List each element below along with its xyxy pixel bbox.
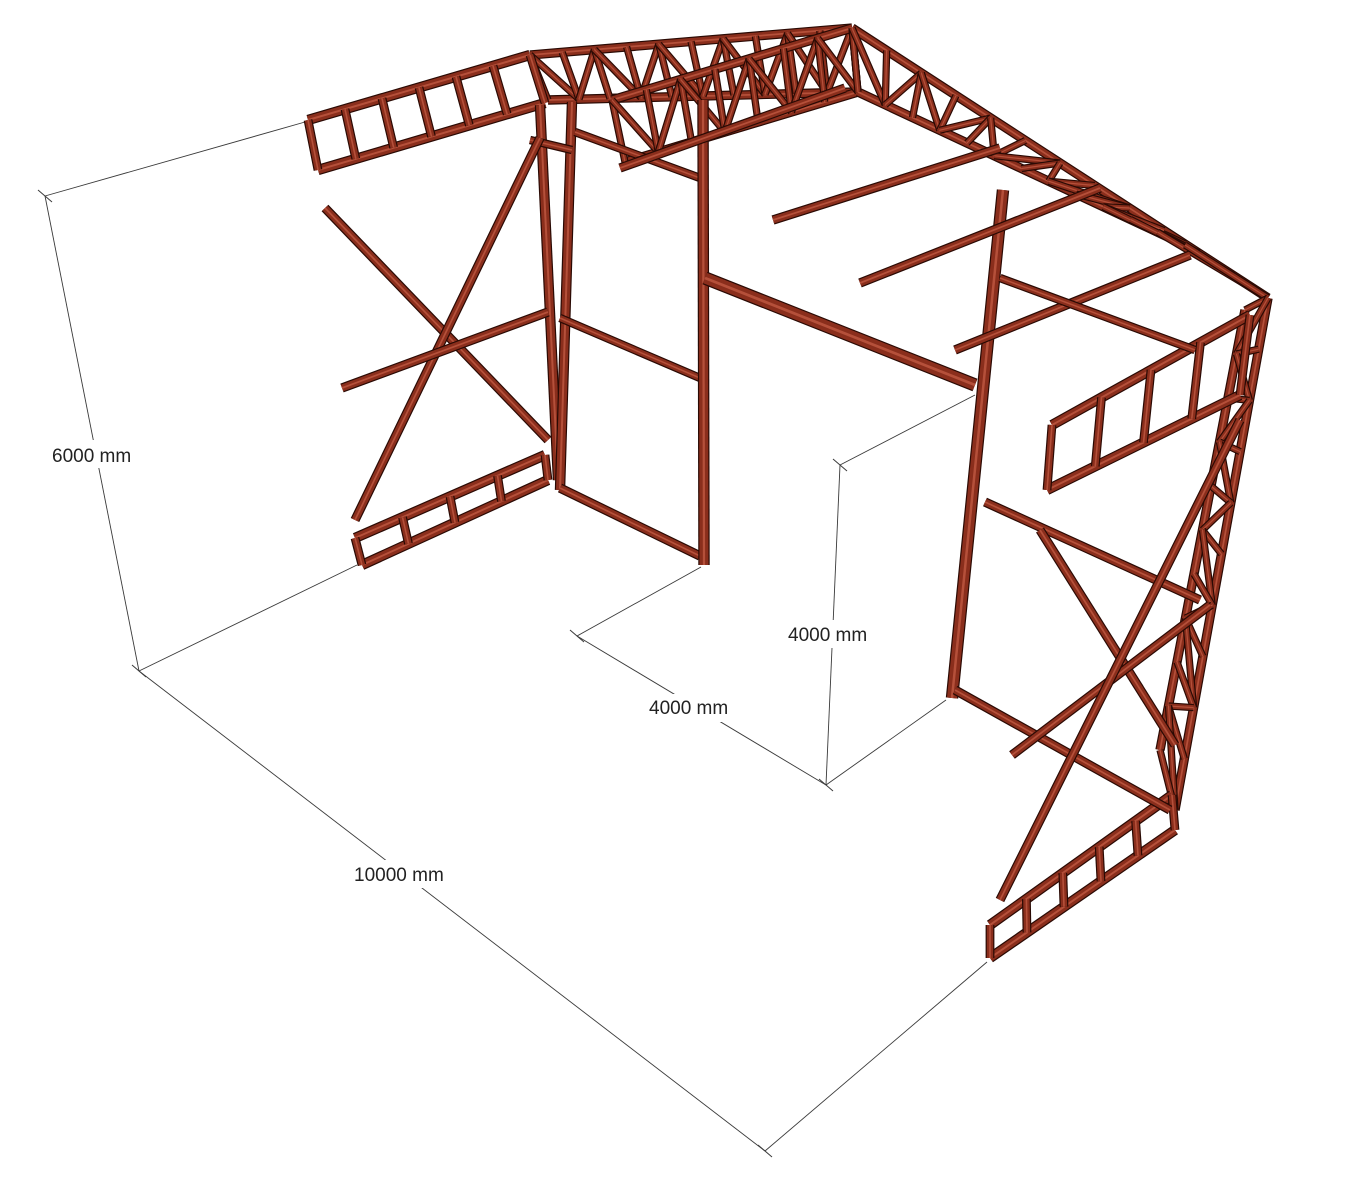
right-bottom-ladder-chord-bottom: [987, 825, 1178, 963]
right-bottom-ladder-rung: [1094, 846, 1106, 882]
dimension-label-opening-width: 4000 mm: [649, 698, 728, 719]
left-horizontal-brace: [340, 307, 550, 393]
left-top-ladder-rung: [414, 86, 436, 138]
right-roof-truss-vertical: [1183, 241, 1270, 302]
left-top-ladder-rung: [488, 64, 512, 116]
opening-header-beam: [702, 271, 978, 392]
left-bottom-ladder-rung: [493, 475, 506, 502]
dimension-label-overall-length: 10000 mm: [354, 865, 444, 886]
left-column-2: [554, 101, 578, 491]
rear-roof-truss-2-diagonal: [609, 97, 662, 155]
right-floor-beam: [952, 685, 1173, 815]
rear-roof-truss-2-vertical: [642, 89, 662, 153]
right-end-truss-diagonal: [1199, 500, 1234, 533]
right-top-ladder-rung: [1042, 424, 1057, 491]
right-roof-truss-vertical: [1020, 159, 1061, 173]
left-column: [534, 104, 564, 481]
left-top-ladder-rung: [303, 119, 323, 171]
purlin-rear: [618, 83, 847, 173]
left-cross-brace-2: [350, 135, 545, 523]
left-top-rail: [573, 128, 702, 182]
left-top-ladder-rung: [377, 97, 398, 149]
frame-members: [303, 23, 1273, 963]
left-top-ladder-rung: [451, 75, 474, 127]
right-end-truss-diagonal: [1168, 702, 1194, 712]
right-top-ladder-rung: [1090, 397, 1106, 467]
rear-roof-truss-2-chord-top: [610, 23, 854, 105]
right-roof-truss-diagonal: [938, 114, 992, 134]
right-top-ladder-rung: [1139, 369, 1156, 443]
rear-roof-truss-2-diagonal: [721, 57, 753, 134]
rear-roof-truss-diagonal: [656, 41, 706, 99]
right-wall-rail: [998, 274, 1197, 354]
right-end-truss-diagonal: [1198, 529, 1216, 606]
right-end-truss-vertical: [1208, 483, 1234, 506]
right-end-truss-vertical: [1190, 572, 1216, 608]
right-roof-truss-vertical: [964, 115, 994, 146]
rear-roof-truss-vertical: [687, 40, 707, 97]
purlin: [771, 143, 1002, 225]
right-bottom-ladder-rung: [1022, 898, 1032, 933]
left-bottom-ladder-rung: [540, 454, 553, 481]
rear-roof-truss-vertical: [590, 48, 614, 100]
rear-roof-truss-2-vertical: [745, 58, 762, 123]
dimension-label-opening-height: 4000 mm: [788, 625, 867, 646]
rear-roof-truss-2-diagonal: [814, 36, 861, 95]
right-end-truss-diagonal: [1181, 617, 1198, 708]
right-wall-rail-2: [983, 497, 1202, 605]
rear-roof-truss-2-vertical: [676, 78, 696, 143]
right-roof-truss-vertical: [881, 50, 891, 105]
rear-roof-truss-2-diagonal: [654, 78, 685, 154]
rear-roof-truss-2-vertical: [779, 48, 796, 113]
right-bottom-ladder-rung: [1131, 820, 1143, 856]
dimension-labels: 6000 mm 4000 mm 4000 mm 10000 mm: [46, 440, 884, 888]
opening-left-post: [697, 99, 710, 566]
right-roof-truss-diagonal: [848, 26, 889, 107]
rear-roof-truss-2-diagonal: [746, 56, 795, 115]
dimension-label-overall-height: 6000 mm: [52, 446, 131, 467]
rear-roof-truss-vertical: [751, 35, 769, 95]
right-top-ladder-rung: [1235, 314, 1255, 396]
right-end-truss-vertical: [1173, 660, 1198, 709]
left-floor-beam: [557, 483, 703, 561]
right-top-ladder-rung: [1187, 341, 1205, 420]
rear-roof-truss-vertical: [655, 43, 676, 98]
rear-roof-truss-diagonal: [823, 26, 856, 95]
right-roof-truss-vertical: [908, 72, 925, 119]
right-cross-brace-2: [995, 417, 1245, 903]
left-bottom-ladder-rung: [398, 516, 413, 545]
rear-roof-truss-diagonal: [527, 52, 582, 102]
rear-roof-truss-2-diagonal: [787, 37, 822, 114]
right-roof-truss-vertical: [936, 93, 960, 132]
right-bottom-ladder-rung: [1058, 872, 1069, 907]
purlin-2: [858, 183, 1102, 288]
left-top-ladder-rung: [525, 53, 550, 105]
right-bottom-ladder-chord-top: [986, 790, 1176, 930]
left-bottom-ladder-rung: [445, 495, 460, 524]
left-wall-rail: [558, 314, 702, 382]
left-top-ladder-rung: [340, 108, 361, 160]
right-bottom-ladder-rung: [1167, 794, 1180, 831]
rear-roof-truss-vertical: [558, 51, 583, 101]
right-roof-truss-diagonal: [917, 71, 944, 132]
left-cross-brace: [321, 204, 552, 444]
right-roof-truss-diagonal: [882, 70, 924, 108]
right-cross-brace: [1036, 527, 1179, 748]
rear-roof-truss-diagonal: [575, 48, 598, 101]
left-bottom-ladder-rung: [350, 536, 367, 567]
rear-roof-truss-2-vertical: [711, 68, 729, 133]
opening-right-post: [945, 189, 1010, 699]
